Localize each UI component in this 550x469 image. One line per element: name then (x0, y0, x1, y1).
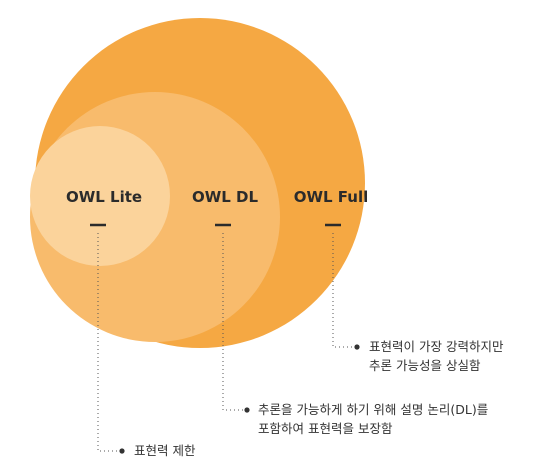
owl-dl-note-line-2: 포함하여 표현력을 보장함 (258, 421, 393, 436)
owl-full-note-line-1: 표현력이 가장 강력하지만 (369, 339, 504, 354)
owl-lite-label: OWL Lite (66, 188, 142, 206)
owl-full-leader (332, 233, 354, 348)
owl-dl-label: OWL DL (192, 188, 259, 206)
owl-dl-leader-dot (244, 407, 250, 413)
owl-lite-circle (30, 126, 170, 266)
owl-lite-note: 표현력 제한 (134, 443, 196, 458)
owl-dl-leader (222, 233, 244, 411)
owl-dl-note-line-1: 추론을 가능하게 하기 위해 설명 논리(DL)를 (258, 402, 488, 417)
owl-full-label: OWL Full (294, 188, 369, 206)
owl-lite-leader (97, 233, 119, 452)
owl-lite-leader-dot (119, 448, 125, 454)
owl-full-leader-dot (354, 344, 360, 350)
owl-full-note-line-2: 추론 가능성을 상실함 (369, 358, 481, 373)
